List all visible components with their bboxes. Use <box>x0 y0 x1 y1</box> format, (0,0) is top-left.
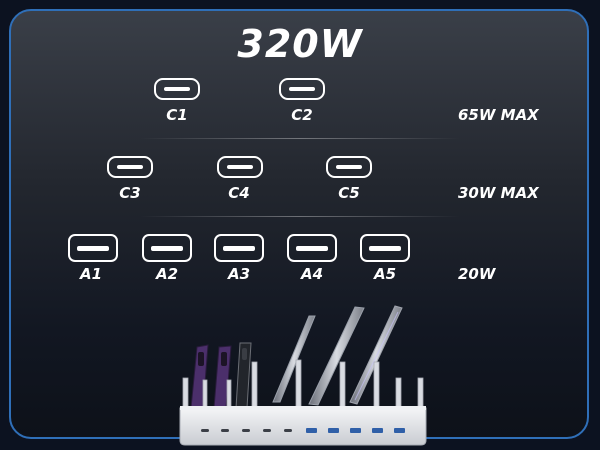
usb-a-port-icon <box>142 234 192 262</box>
rating-label-row2: 30W MAX <box>458 184 539 202</box>
usb-a-port-icon <box>287 234 337 262</box>
tablet-device-1 <box>272 315 316 403</box>
tablet-device-3 <box>349 305 403 405</box>
port-label-a1: A1 <box>79 265 103 283</box>
port-label-a3: A3 <box>227 265 251 283</box>
usb-c-port-icon <box>326 156 372 178</box>
front-usb-a-ports <box>306 428 405 433</box>
row-divider <box>140 216 460 217</box>
usb-a-port-icon <box>360 234 410 262</box>
port-label-c5: C5 <box>338 184 360 202</box>
row-divider <box>140 138 460 139</box>
front-ports <box>201 429 292 432</box>
rating-label-row1: 65W MAX <box>458 106 539 124</box>
port-label-c4: C4 <box>228 184 250 202</box>
total-power-title: 320W <box>237 22 363 66</box>
usb-c-port-icon <box>279 78 325 100</box>
port-label-a4: A4 <box>300 265 324 283</box>
device-dividers <box>182 359 424 411</box>
usb-a-port-icon <box>68 234 118 262</box>
charger-base <box>179 407 427 446</box>
usb-c-port-icon <box>217 156 263 178</box>
port-label-c2: C2 <box>291 106 313 124</box>
port-label-a2: A2 <box>155 265 179 283</box>
usb-a-port-icon <box>214 234 264 262</box>
port-label-c3: C3 <box>119 184 141 202</box>
usb-c-port-icon <box>154 78 200 100</box>
tablet-device-2 <box>308 306 365 406</box>
phone-device-3 <box>235 342 252 409</box>
port-label-a5: A5 <box>373 265 397 283</box>
rating-label-row3: 20W <box>458 265 496 283</box>
port-label-c1: C1 <box>166 106 188 124</box>
usb-c-port-icon <box>107 156 153 178</box>
